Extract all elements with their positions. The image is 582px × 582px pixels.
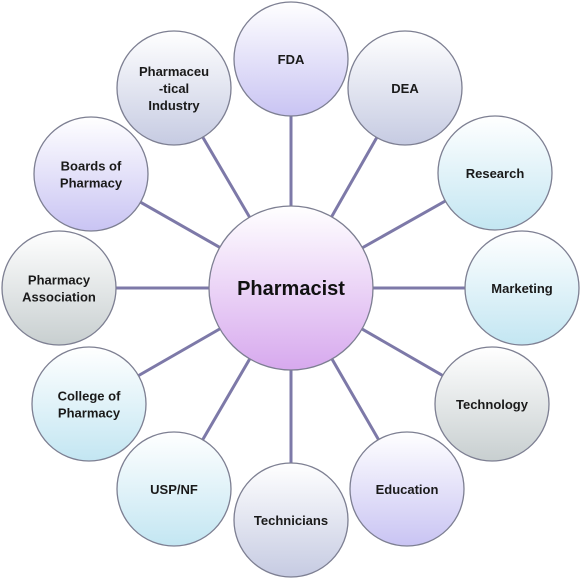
node-marketing: Marketing [464,230,580,346]
node-label-line: Technology [456,397,529,412]
node-circle-education [349,431,465,547]
node-technicians: Technicians [233,462,349,578]
node-label-line: FDA [278,52,305,67]
node-label-college-of-pharmacy: College of Pharmacy [58,389,122,421]
node-circle-usp-nf [116,431,232,547]
node-circle-pharmacy-association [1,230,117,346]
center-node-label: Pharmacist [237,278,345,300]
node-label-boards-of-pharmacy: Boards of Pharmacy [60,159,123,191]
node-dea: DEA [347,30,463,146]
node-circle-boards-of-pharmacy [33,116,149,232]
node-label-line: Industry [148,98,200,113]
node-label-line: Technicians [254,513,328,528]
node-circle-dea [347,30,463,146]
node-label-line: -tical [159,81,189,96]
node-label-technology: Technology [456,397,529,412]
node-label-line: Marketing [491,281,552,296]
center-node: Pharmacist [208,205,374,371]
node-label-line: Boards of [61,159,122,174]
node-label-dea: DEA [391,81,419,96]
node-circle-marketing [464,230,580,346]
node-circle-college-of-pharmacy [31,346,147,462]
node-label-line: College of [58,389,122,404]
node-circle-technicians [233,462,349,578]
node-label-line: Education [376,482,439,497]
node-usp-nf: USP/NF [116,431,232,547]
node-fda: FDA [233,1,349,117]
node-label-education: Education [376,482,439,497]
node-label-line: Research [466,166,525,181]
node-technology: Technology [434,346,550,462]
node-research: Research [437,115,553,231]
node-circle-research [437,115,553,231]
node-label-line: Association [22,290,96,305]
node-label-line: Pharmacy [58,406,121,421]
node-label-line: Pharmacy [28,273,91,288]
node-label-research: Research [466,166,525,181]
node-label-fda: FDA [278,52,305,67]
node-education: Education [349,431,465,547]
node-label-technicians: Technicians [254,513,328,528]
node-label-line: Pharmaceu [139,64,209,79]
node-label-line: DEA [391,81,419,96]
node-label-usp-nf: USP/NF [150,482,198,497]
node-label-marketing: Marketing [491,281,552,296]
node-circle-fda [233,1,349,117]
node-boards-of-pharmacy: Boards of Pharmacy [33,116,149,232]
node-circle-pharmaceutical-industry [116,30,232,146]
center-node-circle [208,205,374,371]
node-label-line: Pharmacy [60,176,123,191]
node-circle-technology [434,346,550,462]
node-college-of-pharmacy: College of Pharmacy [31,346,147,462]
node-label-line: USP/NF [150,482,198,497]
